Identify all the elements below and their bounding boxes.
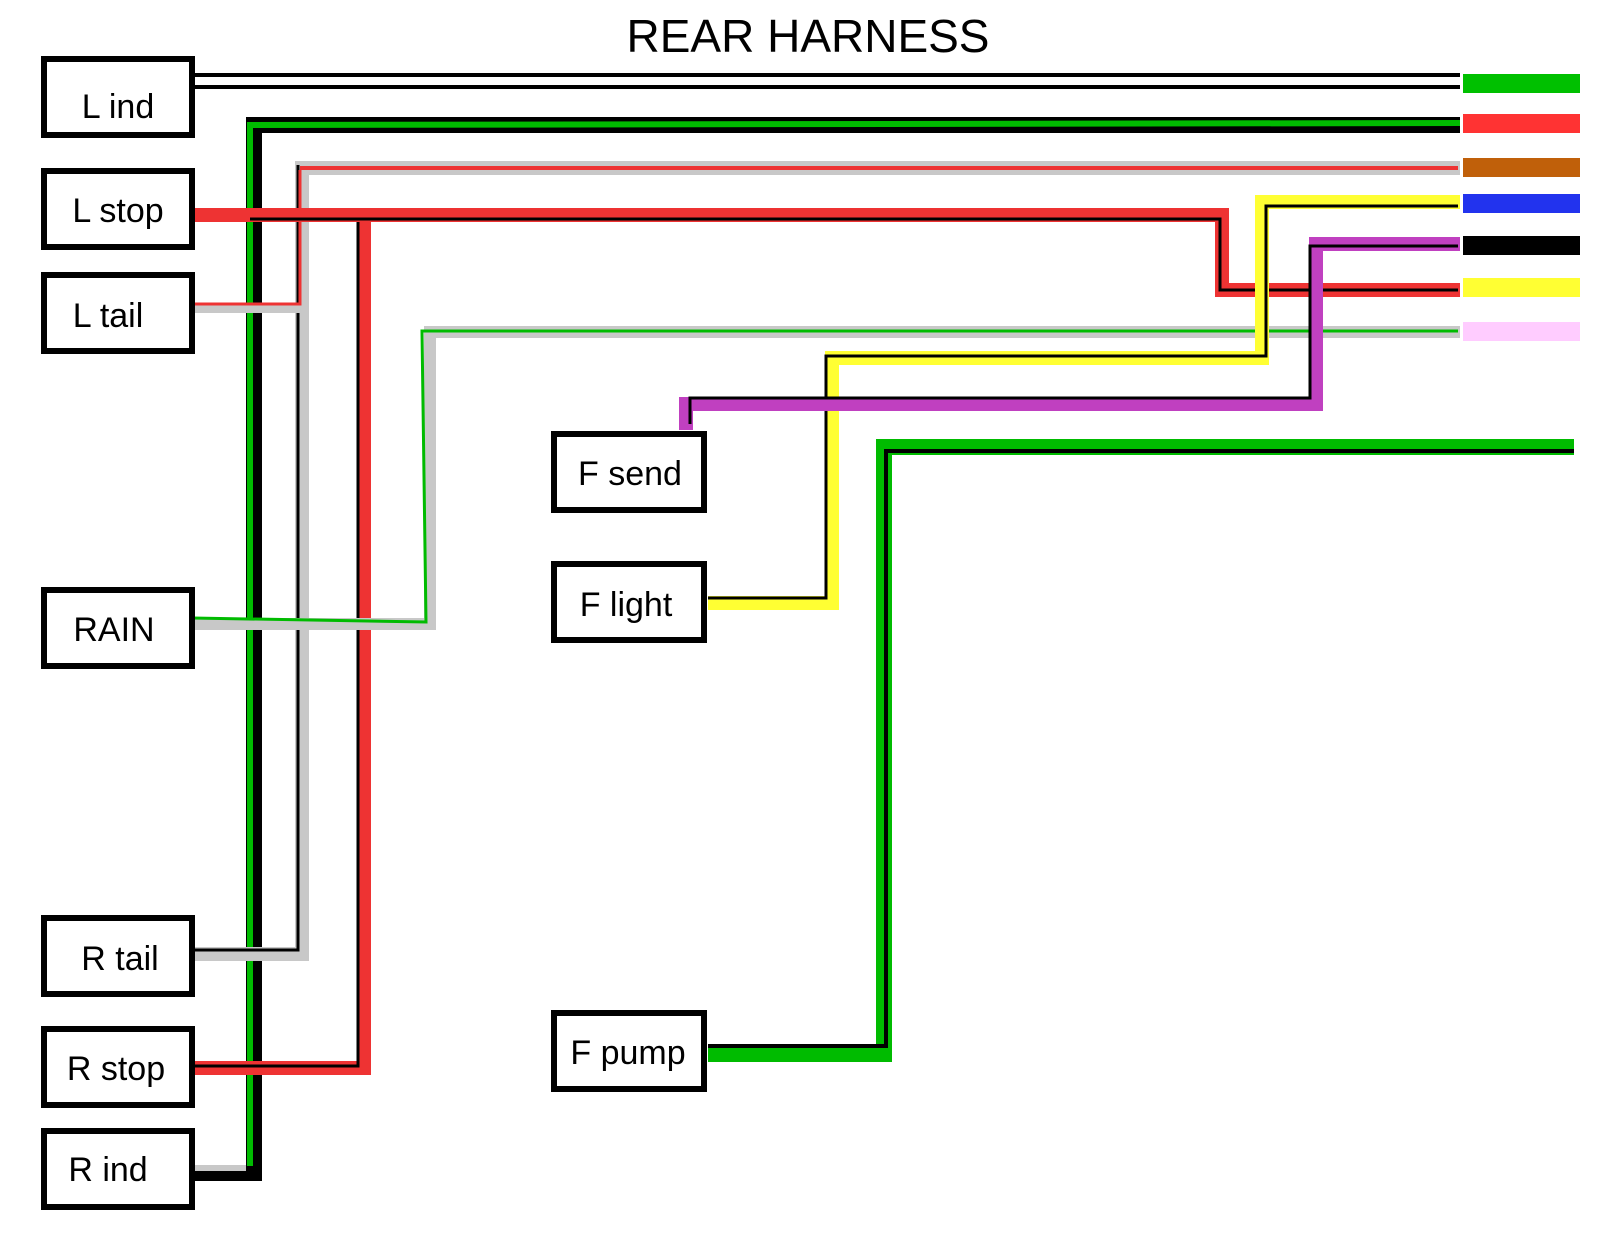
- end-orange: [1463, 158, 1580, 177]
- connector-r-stop: R stop: [41, 1026, 195, 1108]
- end-pink: [1463, 322, 1580, 341]
- connector-label: F light: [580, 586, 673, 624]
- wire-f-pump: [708, 439, 1574, 1062]
- connector-r-ind: R ind: [41, 1128, 195, 1210]
- connector-label: F pump: [570, 1034, 685, 1072]
- connector-label: L tail: [73, 297, 144, 335]
- connector-label: RAIN: [73, 611, 154, 649]
- connector-label: F send: [578, 455, 682, 493]
- end-yellow: [1463, 278, 1580, 297]
- connector-f-light: F light: [551, 561, 707, 643]
- connector-label: L stop: [72, 192, 163, 230]
- wire-stop: [190, 208, 1460, 1075]
- wire-f-send: [679, 237, 1460, 430]
- end-blue: [1463, 194, 1580, 213]
- connector-label: R ind: [68, 1151, 147, 1189]
- wire-rain: [190, 326, 1460, 630]
- wire-end-swatches: [1463, 74, 1580, 341]
- wire-f-light: [708, 195, 1460, 610]
- connector-rain: RAIN: [41, 587, 195, 669]
- end-black: [1463, 236, 1580, 255]
- connector-r-tail: R tail: [41, 915, 195, 997]
- connector-l-ind: L ind: [41, 56, 195, 138]
- diagram-title: REAR HARNESS: [627, 10, 990, 62]
- connector-label: R tail: [81, 940, 158, 978]
- end-red: [1463, 114, 1580, 133]
- wire-tail: [190, 161, 1460, 961]
- wire-r-ind: [190, 117, 1461, 1181]
- connector-label: R stop: [67, 1050, 165, 1088]
- connector-l-tail: L tail: [41, 272, 195, 354]
- connector-f-send: F send: [551, 431, 707, 513]
- connector-label: L ind: [82, 88, 154, 126]
- end-green: [1463, 74, 1580, 93]
- connector-f-pump: F pump: [551, 1010, 707, 1092]
- connector-l-stop: L stop: [41, 168, 195, 250]
